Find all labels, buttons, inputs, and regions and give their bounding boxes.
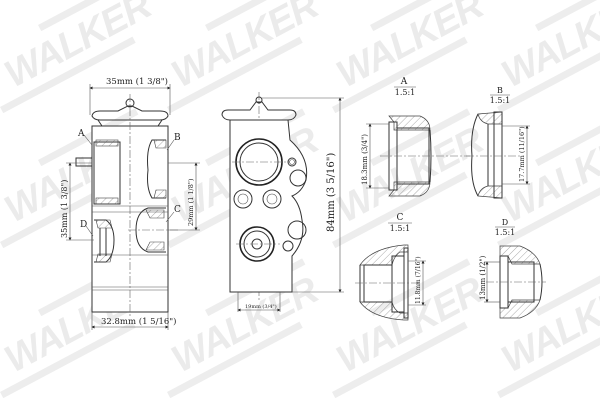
detail-d: D 1.5:1 13mm (1/2") <box>479 218 546 319</box>
detail-a-id: A <box>400 77 408 87</box>
callout-d: D <box>80 220 87 230</box>
detail-c-dim: 11.8mm (7/16") <box>415 256 422 304</box>
detail-c: C 1.5:1 11.8mm (7/16") <box>355 213 426 321</box>
detail-a-scale: 1.5:1 <box>395 88 416 97</box>
detail-d-id: D <box>502 218 508 227</box>
detail-b: B 1.5:1 17.7mm (11/16") <box>466 86 530 199</box>
detail-a: A 1.5:1 18.3mm (3/4") <box>361 77 470 197</box>
side-view: 35mm (1 3/8") A <box>60 76 200 330</box>
detail-b-scale: 1.5:1 <box>490 96 511 105</box>
side-left-height-label: 35mm (1 3/8") <box>60 180 69 238</box>
detail-a-dim: 18.3mm (3/4") <box>361 134 369 185</box>
front-height-label: 84mm (3 5/16") <box>326 153 337 232</box>
detail-c-id: C <box>397 213 404 223</box>
side-top-width-label: 35mm (1 3/8") <box>106 76 168 87</box>
front-view: 84mm (3 5/16") 19mm (3/4") <box>221 92 344 312</box>
side-bottom-width-label: 32.8mm (1 5/16") <box>101 316 177 327</box>
callout-c: C <box>174 205 181 215</box>
detail-d-dim: 13mm (1/2") <box>479 255 487 300</box>
detail-b-id: B <box>497 86 503 95</box>
callout-b: B <box>174 133 181 143</box>
callout-a: A <box>77 129 85 139</box>
detail-b-dim: 17.7mm (11/16") <box>518 126 526 182</box>
side-right-height-label: 29mm (1 1/8") <box>187 178 195 226</box>
detail-d-scale: 1.5:1 <box>495 228 516 237</box>
detail-c-scale: 1.5:1 <box>390 224 411 233</box>
front-bottom-width-label: 19mm (3/4") <box>245 303 277 310</box>
